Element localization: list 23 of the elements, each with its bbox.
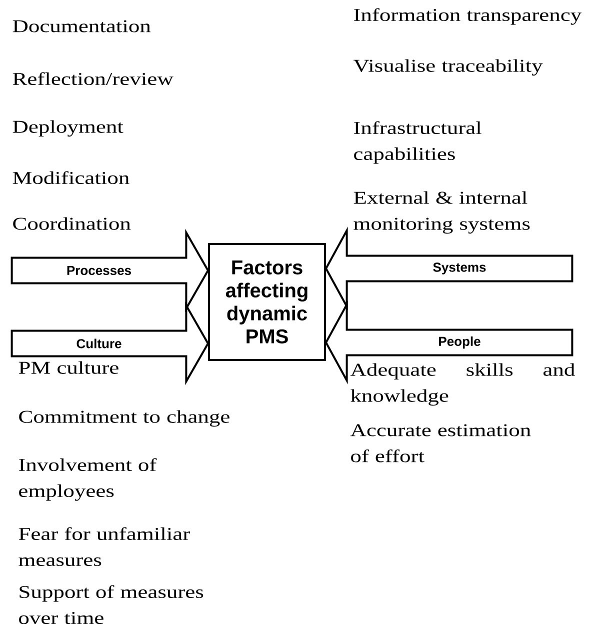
- block-arrow: [10, 302, 210, 386]
- factor-text: Documentation: [12, 20, 151, 32]
- factor-text: Commitment to change: [19, 410, 230, 427]
- factor-text: Involvement of employees: [19, 458, 157, 501]
- factor-text: Deployment: [12, 120, 124, 137]
- arrow-label: Processes: [67, 266, 131, 276]
- factor-text: PM culture: [18, 361, 118, 374]
- factor-text: External & internal monitoring systems: [354, 191, 530, 234]
- block-arrow: [324, 300, 574, 384]
- arrow-label: Culture: [76, 338, 122, 348]
- factor-text: Adequate skills and knowledge: [350, 363, 575, 406]
- factor-text: Fear for unfamiliar measures: [18, 527, 190, 566]
- factor-text: Infrastructural capabilities: [354, 121, 482, 164]
- center-box: Factors affecting dynamic PMS: [208, 243, 326, 361]
- factor-text: Reflection/review: [12, 72, 174, 86]
- factor-text: Information transparency: [354, 8, 582, 25]
- factor-text: Modification: [12, 171, 130, 184]
- factor-text: Support of measures over time: [19, 585, 204, 624]
- factor-text: Coordination: [13, 217, 131, 230]
- arrow-label: People: [439, 336, 480, 349]
- factor-text: Visualise traceability: [353, 59, 543, 76]
- arrow-label: Systems: [433, 262, 486, 274]
- factor-text: Accurate estimation of effort: [350, 424, 531, 462]
